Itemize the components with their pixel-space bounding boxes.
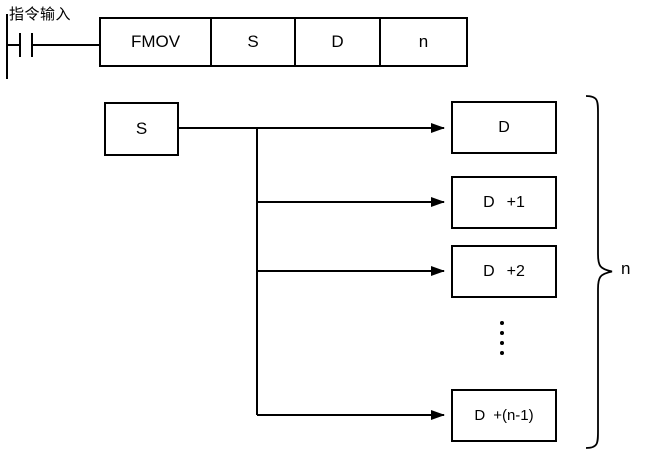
instruction-cell-fmov: FMOV (101, 19, 212, 65)
dest-box-3-label: D (474, 407, 486, 424)
ellipsis-dots (500, 321, 504, 355)
dest-box-1-label: D (483, 193, 495, 211)
fanout-lines (179, 123, 445, 420)
dest-box-0-label: D (498, 118, 510, 136)
dest-box-3: D +(n-1) (451, 389, 557, 442)
brace-count-label: n (621, 259, 631, 278)
source-box: S (104, 102, 179, 156)
instruction-cell-source: S (212, 19, 296, 65)
instruction-input-label: 指令输入 (9, 6, 72, 23)
dest-box-1: D +1 (451, 176, 557, 229)
instruction-box: FMOV S D n (99, 17, 468, 67)
dest-box-2-label: D (483, 262, 495, 280)
dest-box-2-suffix: +2 (506, 262, 525, 280)
dest-box-1-suffix: +1 (506, 193, 525, 211)
instruction-cell-destination: D (296, 19, 381, 65)
instruction-cell-count: n (418, 32, 429, 51)
dest-box-2: D +2 (451, 245, 557, 298)
ladder-contact-icon (6, 14, 99, 79)
dest-box-3-suffix: +(n-1) (493, 407, 534, 424)
group-brace (585, 95, 613, 449)
dest-box-0: D (451, 101, 557, 154)
